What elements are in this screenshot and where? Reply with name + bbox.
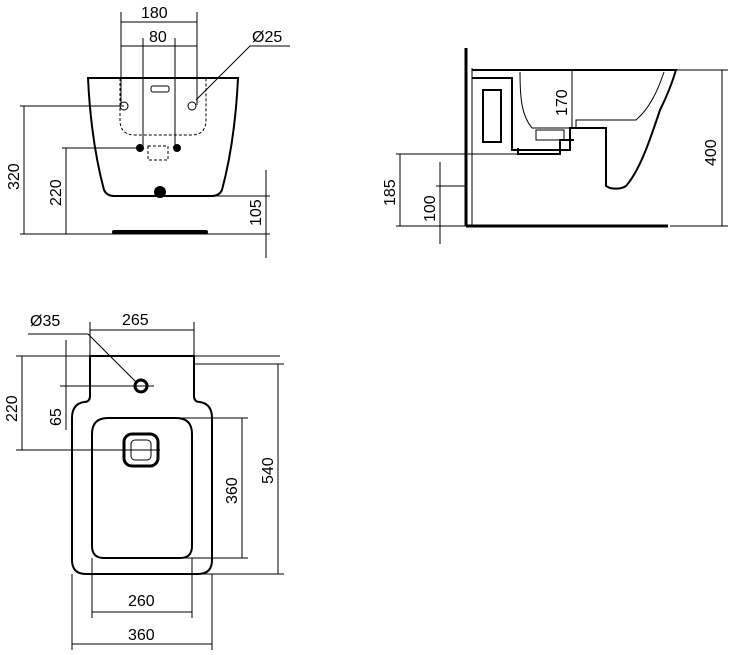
front-dim-320: 320 xyxy=(6,163,23,190)
top-dim-d35: Ø35 xyxy=(30,313,60,330)
front-view xyxy=(20,12,290,258)
top-inner-bowl xyxy=(91,417,193,559)
front-dashed-box xyxy=(147,145,169,161)
top-dim-360-horizontal: 360 xyxy=(128,627,155,644)
side-fixing-bracket xyxy=(482,89,502,143)
side-dim-100: 100 xyxy=(422,195,439,222)
top-view xyxy=(16,322,284,650)
side-bidet-outline xyxy=(472,69,678,190)
front-dim-220: 220 xyxy=(48,179,65,206)
front-dashed-pipe xyxy=(119,78,207,136)
front-supply-hole-right xyxy=(173,144,181,152)
side-dim-185: 185 xyxy=(382,179,399,206)
side-dim-400: 400 xyxy=(703,139,720,166)
front-dim-labels: 180 80 Ø25 320 220 105 xyxy=(6,5,282,226)
top-dim-265: 265 xyxy=(122,312,149,329)
front-dim-105: 105 xyxy=(248,199,265,226)
top-dim-360-vertical: 360 xyxy=(224,477,241,504)
top-dim-220: 220 xyxy=(4,395,21,422)
side-waste-pipe xyxy=(517,139,574,155)
side-bowl-inner xyxy=(519,71,665,129)
front-dim-180: 180 xyxy=(141,5,168,22)
front-fixing-hole-right xyxy=(187,101,197,111)
side-dim-labels: 170 400 185 100 xyxy=(382,89,720,222)
front-bowl-outline xyxy=(86,77,240,197)
front-dim-80: 80 xyxy=(149,29,167,46)
top-dim-65: 65 xyxy=(48,408,65,426)
front-tap-slot xyxy=(150,85,170,93)
top-dim-labels: Ø35 265 220 65 360 540 260 360 xyxy=(4,312,277,644)
top-dim-540: 540 xyxy=(260,457,277,484)
side-view xyxy=(396,48,728,244)
side-dim-170: 170 xyxy=(554,89,571,116)
front-dim-d25: Ø25 xyxy=(252,29,282,46)
side-waste-fitting xyxy=(535,129,565,141)
front-waste-outlet xyxy=(154,186,166,198)
top-dim-260: 260 xyxy=(128,593,155,610)
